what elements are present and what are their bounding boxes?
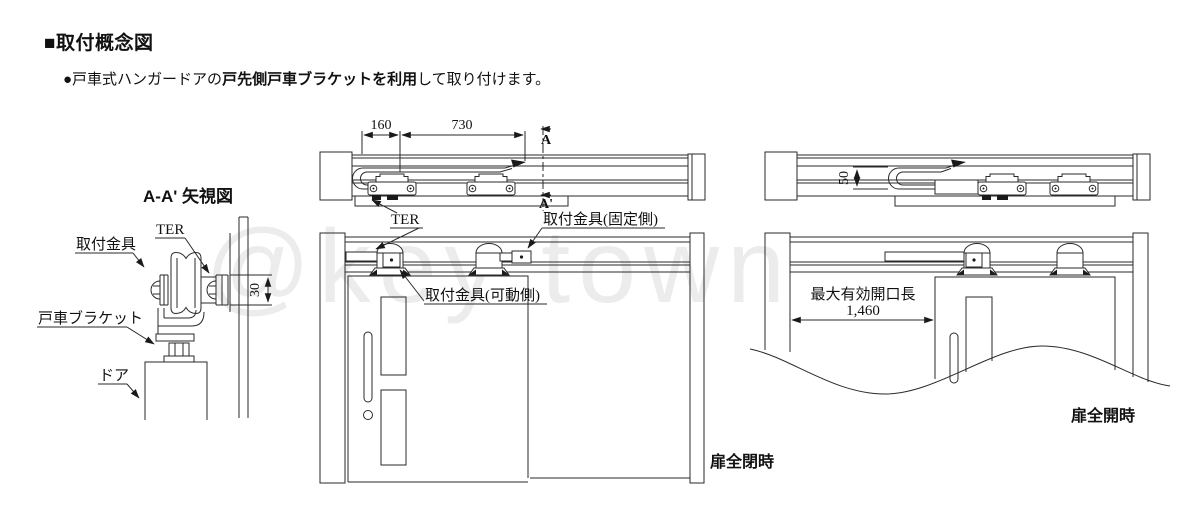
plan-end-post-right <box>687 153 706 201</box>
label-bracket-movable-text: 取付金具(可動側) <box>425 287 540 304</box>
label-roller-bracket-text: 戸車ブラケット <box>38 309 143 327</box>
open-plan-ter-bar <box>934 179 979 195</box>
mount-plate-left <box>150 274 169 306</box>
dim-50-value: 50 <box>837 171 852 185</box>
ter-cable-loop <box>352 159 526 190</box>
open-plan-door-edge <box>894 196 1116 207</box>
bullet-bold: 戸先側戸車ブラケットを利用 <box>222 71 418 88</box>
bullet-suffix: して取り付けます。 <box>417 71 551 88</box>
plan-hanger-bracket-1 <box>367 173 417 196</box>
open-plan-hanger-bracket-1 <box>977 173 1027 196</box>
label-roller-bracket: 戸車ブラケット <box>37 309 155 345</box>
opening-value: 1,460 <box>846 303 880 319</box>
open-caption: 扉全開時 <box>1071 406 1135 425</box>
page-title: ■取付概念図 <box>44 33 154 54</box>
section-cut-line: A A' <box>539 125 553 212</box>
label-ter-text: TER <box>156 222 184 238</box>
label-bracket-fixed: 取付金具(固定側) <box>527 211 665 249</box>
closed-caption: 扉全閉時 <box>710 452 774 471</box>
ter-damper-body <box>201 274 229 306</box>
wall-post-left <box>319 232 346 484</box>
label-ter-closed: TER <box>371 199 423 250</box>
label-door: ドア <box>98 368 140 399</box>
page-description: ●戸車式ハンガードアの戸先側戸車ブラケットを利用して取り付けます。 <box>63 68 550 89</box>
label-bracket: 取付金具 <box>75 236 145 268</box>
open-view: 50 最大有効開口長 1,460 扉全開時 <box>749 151 1171 425</box>
section-view-title: A-A' 矢視図 <box>143 186 233 206</box>
open-head-rail <box>790 236 1133 273</box>
open-door-panel <box>965 296 993 372</box>
dim-730-value: 730 <box>452 118 473 133</box>
cable-arrowhead <box>511 159 526 168</box>
open-cable-arrowhead <box>951 159 966 168</box>
label-ter-closed-text: TER <box>391 212 419 228</box>
open-plan-end-post-right <box>1132 153 1151 201</box>
open-elevation-view: 最大有効開口長 1,460 扉全開時 <box>749 232 1171 425</box>
opening-label: 最大有効開口長 <box>810 286 915 303</box>
dimension-30: 30 <box>230 274 272 306</box>
wall-post-right <box>689 232 705 484</box>
open-wall-post-left <box>764 232 791 352</box>
roller-bracket <box>155 308 205 363</box>
plan-hanger-bracket-2 <box>466 173 516 196</box>
roller-wheel <box>170 251 202 315</box>
closed-plan-view: 160 730 A A' <box>319 118 706 212</box>
door-panel-lower <box>380 389 407 466</box>
door-open <box>934 276 1116 384</box>
label-bracket-text: 取付金具 <box>76 236 136 253</box>
open-plan-view: 50 <box>764 151 1151 207</box>
open-plan-hanger-bracket-2 <box>1049 173 1099 196</box>
open-ter-cable-loop <box>888 159 966 190</box>
wall-rail <box>229 216 249 418</box>
dimension-50: 50 <box>837 166 888 190</box>
label-bracket-fixed-text: 取付金具(固定側) <box>543 211 658 228</box>
bullet-prefix: ●戸車式ハンガードアの <box>63 71 223 88</box>
label-bracket-movable: 取付金具(可動側) <box>399 269 547 305</box>
plan-end-cap-left <box>319 151 353 201</box>
open-wall-post-right <box>1132 232 1149 382</box>
break-wave-line <box>749 345 1171 395</box>
plan-door-edge <box>354 196 569 207</box>
door-handle-slot <box>363 331 373 403</box>
door-section <box>144 361 208 420</box>
open-plan-end-cap-left <box>764 151 798 201</box>
dimension-opening: 最大有効開口長 1,460 <box>791 286 934 324</box>
closed-view: 160 730 A A' <box>319 118 774 484</box>
label-ter: TER <box>155 222 210 274</box>
open-ter-bar <box>884 251 965 262</box>
dim-160-value: 160 <box>371 118 392 133</box>
label-door-text: ドア <box>99 368 129 384</box>
open-hanger-roller-2 <box>1049 243 1091 276</box>
door-panel-upper <box>380 296 407 376</box>
closed-elevation-view: TER 取付金具(固定側) 取付金具(可動側) 扉全閉時 <box>319 199 774 484</box>
open-door-handle-slot <box>949 332 959 384</box>
section-view: A-A' 矢視図 <box>37 186 272 420</box>
section-marker-a: A <box>541 133 552 148</box>
dimension-160-730: 160 730 <box>361 118 526 172</box>
dim-30-value: 30 <box>248 283 263 297</box>
door-closed <box>347 275 690 483</box>
door-lock-hole <box>363 410 373 420</box>
section-marker-a-prime: A' <box>539 197 553 212</box>
